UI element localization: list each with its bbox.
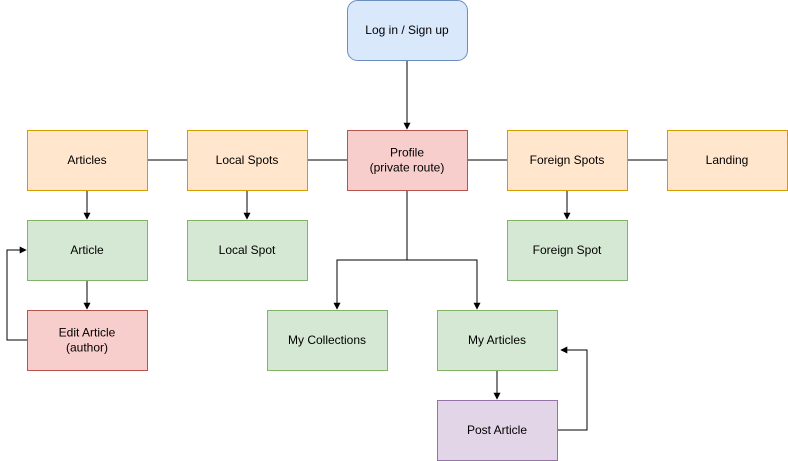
node-label-line: My Articles bbox=[468, 333, 526, 347]
node-article-box bbox=[27, 220, 148, 281]
node-local-spot[interactable]: Local Spot bbox=[187, 220, 308, 281]
edge-post-article-to-my-articles bbox=[557, 346, 588, 431]
node-login-box bbox=[347, 0, 468, 61]
node-login[interactable]: Log in / Sign up bbox=[347, 0, 468, 61]
node-local-spot-label: Local Spot bbox=[219, 243, 276, 257]
node-my-collections[interactable]: My Collections bbox=[267, 310, 388, 371]
node-label-line: Local Spot bbox=[219, 243, 276, 257]
node-label-line: Post Article bbox=[467, 423, 527, 437]
node-local-spot-box bbox=[187, 220, 308, 281]
node-label-line: My Collections bbox=[288, 333, 366, 347]
node-articles-box bbox=[27, 130, 148, 191]
node-local-spots-label: Local Spots bbox=[216, 153, 279, 167]
node-foreign-spot-box bbox=[507, 220, 628, 281]
node-my-collections-box bbox=[267, 310, 388, 371]
node-landing-label: Landing bbox=[706, 153, 749, 167]
node-foreign-spot[interactable]: Foreign Spot bbox=[507, 220, 628, 281]
node-label-line: Edit Article bbox=[59, 326, 116, 340]
node-label-line: (private route) bbox=[370, 161, 445, 175]
node-foreign-spots[interactable]: Foreign Spots bbox=[507, 130, 628, 191]
node-label-line: Articles bbox=[67, 153, 106, 167]
node-my-collections-label: My Collections bbox=[288, 333, 366, 347]
node-post-article-box bbox=[437, 400, 558, 461]
node-foreign-spots-label: Foreign Spots bbox=[530, 153, 605, 167]
node-label-line: (author) bbox=[66, 341, 108, 355]
diagram-nodes: Log in / Sign up Articles Local Spots Pr… bbox=[27, 0, 788, 461]
edge-edit-article-to-article bbox=[6, 246, 27, 341]
node-label-line: Article bbox=[70, 243, 104, 257]
node-label-line: Log in / Sign up bbox=[365, 23, 449, 37]
node-foreign-spots-box bbox=[507, 130, 628, 191]
node-my-articles-box bbox=[437, 310, 558, 371]
node-profile-label: Profile(private route) bbox=[370, 146, 445, 175]
node-landing[interactable]: Landing bbox=[667, 130, 788, 191]
node-edit-article[interactable]: Edit Article(author) bbox=[27, 310, 148, 371]
node-edit-article-box bbox=[27, 310, 148, 371]
node-foreign-spot-label: Foreign Spot bbox=[533, 243, 602, 257]
node-my-articles-label: My Articles bbox=[468, 333, 526, 347]
node-post-article-label: Post Article bbox=[467, 423, 527, 437]
node-label-line: Landing bbox=[706, 153, 749, 167]
node-label-line: Foreign Spots bbox=[530, 153, 605, 167]
node-my-articles[interactable]: My Articles bbox=[437, 310, 558, 371]
node-local-spots-box bbox=[187, 130, 308, 191]
node-label-line: Foreign Spot bbox=[533, 243, 602, 257]
node-label-line: Profile bbox=[390, 146, 424, 160]
node-edit-article-label: Edit Article(author) bbox=[59, 326, 116, 355]
node-articles[interactable]: Articles bbox=[27, 130, 148, 191]
edge-profile-to-my-articles bbox=[407, 259, 481, 310]
node-article-label: Article bbox=[70, 243, 104, 257]
node-landing-box bbox=[667, 130, 788, 191]
node-profile-box bbox=[347, 130, 468, 191]
node-label-line: Local Spots bbox=[216, 153, 279, 167]
diagram-edges bbox=[6, 60, 667, 431]
node-articles-label: Articles bbox=[67, 153, 106, 167]
node-profile[interactable]: Profile(private route) bbox=[347, 130, 468, 191]
node-article[interactable]: Article bbox=[27, 220, 148, 281]
edge-profile-to-my-collections bbox=[333, 190, 408, 310]
node-local-spots[interactable]: Local Spots bbox=[187, 130, 308, 191]
node-post-article[interactable]: Post Article bbox=[437, 400, 558, 461]
node-login-label: Log in / Sign up bbox=[365, 23, 449, 37]
